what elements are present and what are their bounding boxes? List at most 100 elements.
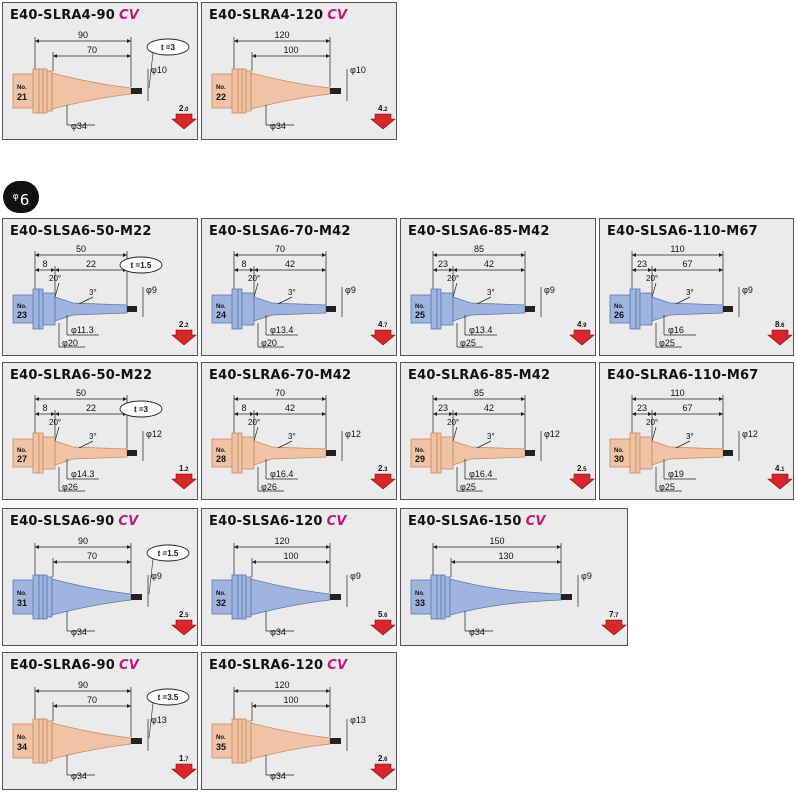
holder-flange [211, 718, 252, 764]
cutter-tip [131, 594, 142, 600]
dim-step-label: 8 [241, 259, 246, 269]
taper-angle-label: 20° [646, 274, 658, 283]
thickness-callout [146, 688, 190, 706]
dim-overall-label: 85 [474, 244, 484, 254]
shank-diameter-label: φ34 [270, 771, 286, 781]
weight-dec: 7 [384, 323, 388, 329]
holder-flange [410, 432, 454, 474]
stepped-neck [54, 440, 128, 466]
weight-dec: 2 [185, 323, 189, 329]
weight-label: 4.9 [577, 320, 587, 329]
number-prefix: No. [614, 304, 624, 310]
dim-neck-label: 42 [285, 403, 295, 413]
tool-model-title: E40-SLSA6-50-M22 [10, 224, 152, 239]
weight-label: 7.7 [609, 610, 619, 619]
cv-mark: CV [327, 658, 348, 673]
cutter-tip [131, 738, 142, 744]
neck-angle-label: 3° [487, 432, 495, 441]
cutter-tip [330, 88, 341, 94]
shank-diameter-label: φ34 [71, 771, 87, 781]
neck-angle-label: 3° [89, 432, 97, 441]
phi-symbol: φ [12, 192, 19, 202]
weight-dec: 0 [185, 107, 189, 113]
tip-diameter-label: φ9 [146, 285, 157, 295]
cv-mark: CV [119, 8, 140, 23]
weight-arrow-icon [171, 763, 197, 780]
number-prefix: No. [17, 85, 27, 91]
neck-diameter-label: φ14.3 [71, 469, 94, 479]
thickness-label: t =1.5 [131, 261, 152, 270]
holder-flange [211, 574, 252, 620]
weight-dec: 6 [384, 757, 388, 763]
cutter-tip [723, 306, 733, 312]
stepped-neck [651, 440, 724, 466]
tip-diameter-label: φ12 [544, 429, 560, 439]
cutter-tip [131, 88, 142, 94]
taper-angle-label: 20° [49, 274, 61, 283]
weight-dec: 6 [384, 613, 388, 619]
tool-number: 31 [17, 598, 27, 608]
neck-diameter-label: φ11.3 [71, 325, 94, 335]
model-code: E40-SLRA6-120 [209, 658, 324, 673]
weight-arrow-icon [370, 763, 396, 780]
weight-label: 5.6 [378, 610, 388, 619]
dim-overall-label: 120 [274, 680, 289, 690]
dim-neck-label: 22 [86, 403, 96, 413]
cutter-tip [326, 450, 336, 456]
tool-number: 29 [415, 454, 425, 464]
tapered-extension [51, 722, 132, 760]
model-code: E40-SLSA6-85-M42 [408, 224, 550, 239]
taper-angle-label: 20° [646, 418, 658, 427]
tool-number: 26 [614, 310, 624, 320]
tip-diameter-label: φ13 [151, 715, 167, 725]
weight-arrow-icon [370, 329, 396, 346]
weight-int: 4 [775, 464, 780, 473]
weight-label: 2.2 [179, 320, 189, 329]
tapered-extension [51, 72, 132, 110]
weight-arrow-icon [370, 113, 396, 130]
cutter-tip [330, 738, 341, 744]
weight-arrow-icon [171, 473, 197, 490]
tool-number: 22 [216, 92, 226, 102]
taper-angle-label: 20° [447, 274, 459, 283]
neck-diameter-label: φ13.4 [469, 325, 492, 335]
weight-label: 2.0 [179, 104, 189, 113]
tool-number: 24 [216, 310, 226, 320]
weight-label: 4.7 [378, 320, 388, 329]
tool-number: 23 [17, 310, 27, 320]
cv-mark: CV [326, 514, 347, 529]
neck-diameter-label: φ13.4 [270, 325, 293, 335]
thickness-callout [119, 400, 163, 418]
dim-neck-label: 67 [682, 259, 692, 269]
weight-int: 7 [609, 610, 614, 619]
shank-diameter-label: φ20 [62, 338, 78, 348]
model-code: E40-SLSA6-110-M67 [607, 224, 758, 239]
weight-arrow-icon [171, 619, 197, 636]
stepped-neck [253, 296, 327, 322]
holder-flange [211, 68, 252, 114]
model-code: E40-SLRA6-90 [10, 658, 116, 673]
tip-diameter-label: φ13 [350, 715, 366, 725]
thickness-callout [146, 544, 190, 562]
tool-model-title: E40-SLSA6-110-M67 [607, 224, 758, 239]
